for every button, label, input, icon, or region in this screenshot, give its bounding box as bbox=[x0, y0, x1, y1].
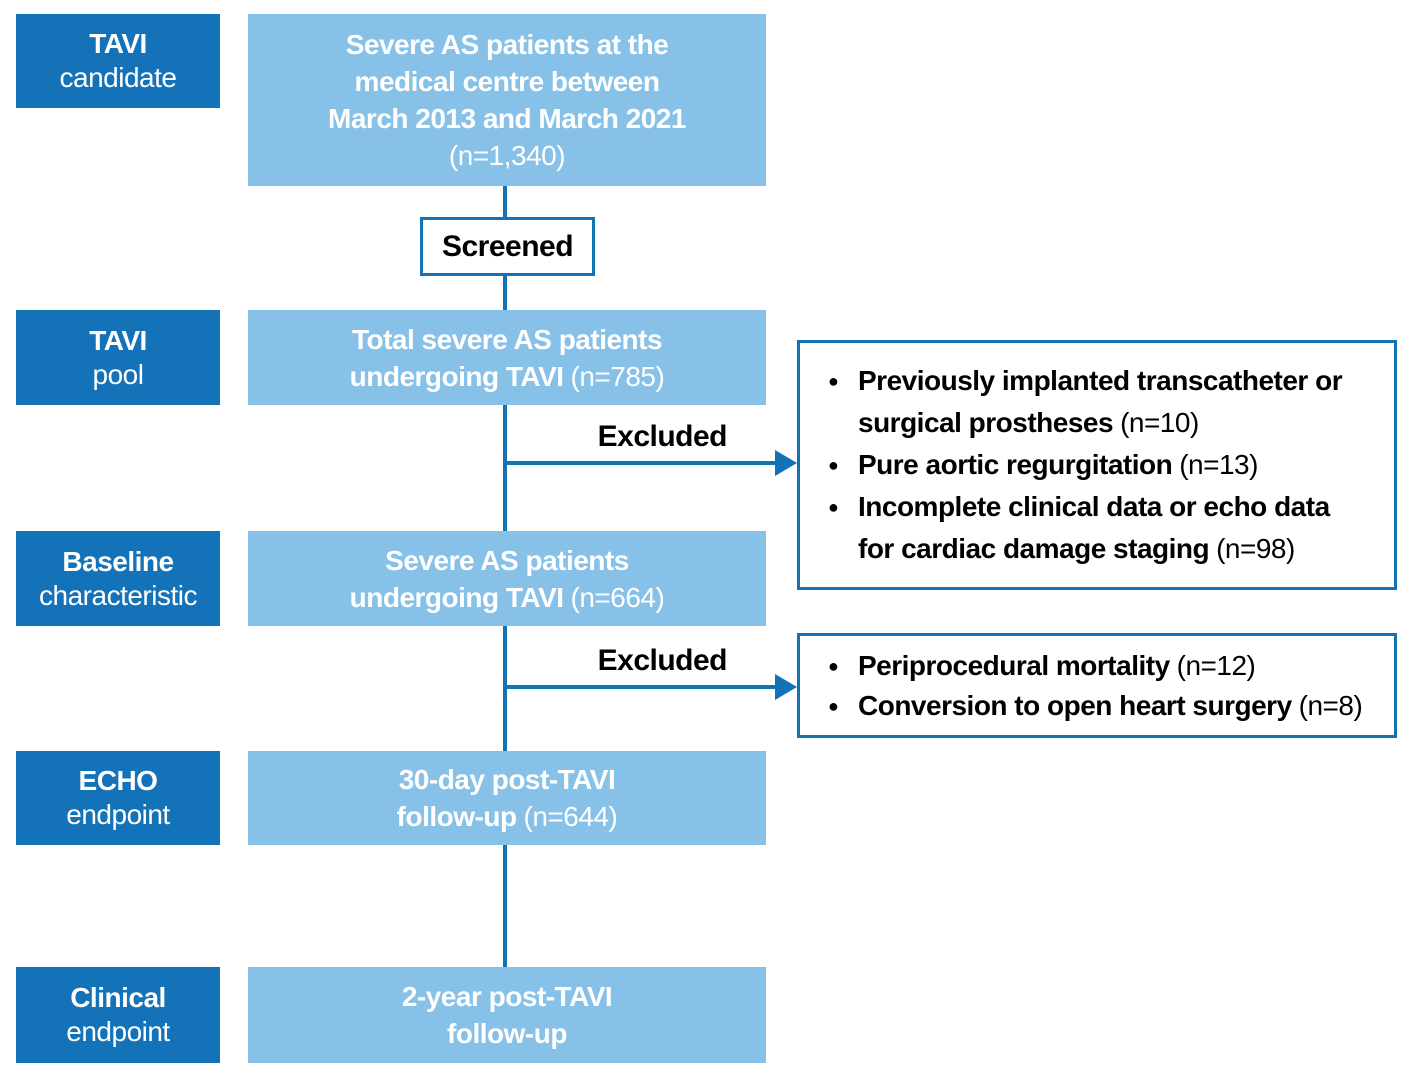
flow-box-tavi-pool: Total severe AS patients undergoing TAVI… bbox=[248, 310, 766, 405]
stage-label-primary: ECHO bbox=[78, 765, 158, 796]
n-count: (n=644) bbox=[523, 801, 618, 832]
exclusion-box-2: ● Periprocedural mortality(n=12) ● Conve… bbox=[797, 633, 1397, 738]
flow-box-text: undergoing TAVI bbox=[349, 581, 564, 613]
flow-box-clinical-followup: 2-year post-TAVI follow-up bbox=[248, 967, 766, 1063]
flow-box-text-line: March 2013 and March 2021 bbox=[328, 103, 686, 134]
exclusion-item-line: Periprocedural mortality(n=12) bbox=[858, 646, 1394, 686]
excluded-label-2: Excluded bbox=[597, 644, 728, 677]
stage-label-secondary: pool bbox=[92, 358, 144, 390]
flow-box-text-line: 2-year post-TAVI bbox=[401, 981, 613, 1012]
n-count: (n=8) bbox=[1298, 689, 1363, 721]
exclusion-item: ● Conversion to open heart surgery(n=8) bbox=[800, 686, 1394, 726]
exclusion-item: ● Periprocedural mortality(n=12) bbox=[800, 646, 1394, 686]
stage-label-primary: TAVI bbox=[89, 324, 147, 356]
n-count: (n=664) bbox=[570, 581, 665, 613]
flow-box-text-line: 30-day post-TAVI bbox=[398, 764, 616, 795]
flow-box-echo-followup: 30-day post-TAVI follow-up(n=644) bbox=[248, 751, 766, 845]
stage-label-secondary: candidate bbox=[59, 62, 177, 93]
stage-label-baseline-characteristic: Baseline characteristic bbox=[16, 531, 220, 626]
exclusion-item-line: for cardiac damage staging(n=98) bbox=[858, 528, 1394, 570]
flow-box-severe-as-candidates: Severe AS patients at the medical centre… bbox=[248, 14, 766, 186]
connector-branch-line-2 bbox=[505, 685, 777, 689]
exclusion-item: ● Previously implanted transcatheter or … bbox=[800, 360, 1394, 444]
connector-branch-line-1 bbox=[505, 461, 777, 465]
arrow-right-icon bbox=[775, 450, 797, 476]
n-count: (n=1,340) bbox=[448, 140, 566, 171]
stage-label-primary: Clinical bbox=[70, 982, 166, 1013]
exclusion-item-line: Previously implanted transcatheter or bbox=[858, 365, 1343, 396]
exclusion-item-line: Incomplete clinical data or echo data bbox=[858, 491, 1330, 522]
flow-box-text-line: Total severe AS patients bbox=[351, 323, 663, 355]
exclusion-item-text: Pure aortic regurgitation bbox=[858, 449, 1173, 480]
stage-label-clinical-endpoint: Clinical endpoint bbox=[16, 967, 220, 1063]
flow-box-text-line: Severe AS patients bbox=[385, 544, 629, 576]
flow-box-text-line: Severe AS patients at the bbox=[345, 29, 669, 60]
arrow-right-icon bbox=[775, 674, 797, 700]
n-count: (n=98) bbox=[1216, 533, 1295, 564]
flow-box-text-line: undergoing TAVI(n=664) bbox=[350, 579, 665, 616]
exclusion-item-line: Conversion to open heart surgery(n=8) bbox=[858, 686, 1394, 726]
stage-label-primary: TAVI bbox=[89, 28, 147, 59]
screened-box: Screened bbox=[420, 217, 595, 276]
exclusion-item-text: Conversion to open heart surgery bbox=[858, 689, 1292, 721]
exclusion-box-1: ● Previously implanted transcatheter or … bbox=[797, 340, 1397, 590]
bullet-icon: ● bbox=[828, 655, 839, 676]
bullet-icon: ● bbox=[828, 497, 839, 517]
flow-box-baseline: Severe AS patients undergoing TAVI(n=664… bbox=[248, 531, 766, 626]
stage-label-tavi-candidate: TAVI candidate bbox=[16, 14, 220, 108]
stage-label-secondary: endpoint bbox=[66, 799, 170, 830]
n-count: (n=785) bbox=[570, 360, 665, 392]
exclusion-item-text: surgical prostheses bbox=[858, 407, 1114, 438]
flow-box-text-line: medical centre between bbox=[354, 66, 660, 97]
stage-label-secondary: characteristic bbox=[39, 579, 197, 611]
flow-box-text-line: follow-up(n=644) bbox=[397, 798, 618, 835]
exclusion-item-line: surgical prostheses(n=10) bbox=[858, 402, 1394, 444]
bullet-icon: ● bbox=[828, 695, 839, 716]
screened-label: Screened bbox=[441, 229, 574, 263]
flow-box-n-line: (n=1,340) bbox=[448, 137, 566, 174]
bullet-icon: ● bbox=[828, 371, 839, 391]
stage-label-tavi-pool: TAVI pool bbox=[16, 310, 220, 405]
stage-label-echo-endpoint: ECHO endpoint bbox=[16, 751, 220, 845]
exclusion-item-text: Periprocedural mortality bbox=[858, 649, 1170, 681]
exclusion-item-line: Pure aortic regurgitation(n=13) bbox=[858, 444, 1394, 486]
n-count: (n=13) bbox=[1179, 449, 1258, 480]
flow-box-text-line: follow-up bbox=[447, 1018, 567, 1049]
stage-label-primary: Baseline bbox=[62, 545, 174, 577]
bullet-icon: ● bbox=[828, 455, 839, 475]
exclusion-item-text: for cardiac damage staging bbox=[858, 533, 1210, 564]
stage-label-secondary: endpoint bbox=[66, 1016, 170, 1047]
n-count: (n=12) bbox=[1176, 649, 1256, 681]
flow-box-text: undergoing TAVI bbox=[349, 360, 564, 392]
exclusion-item: ● Incomplete clinical data or echo data … bbox=[800, 486, 1394, 570]
flow-box-text-line: undergoing TAVI(n=785) bbox=[350, 358, 665, 395]
n-count: (n=10) bbox=[1120, 407, 1199, 438]
excluded-label-1: Excluded bbox=[597, 420, 728, 453]
flow-box-text: follow-up bbox=[396, 801, 517, 832]
exclusion-item: ● Pure aortic regurgitation(n=13) bbox=[800, 444, 1394, 486]
